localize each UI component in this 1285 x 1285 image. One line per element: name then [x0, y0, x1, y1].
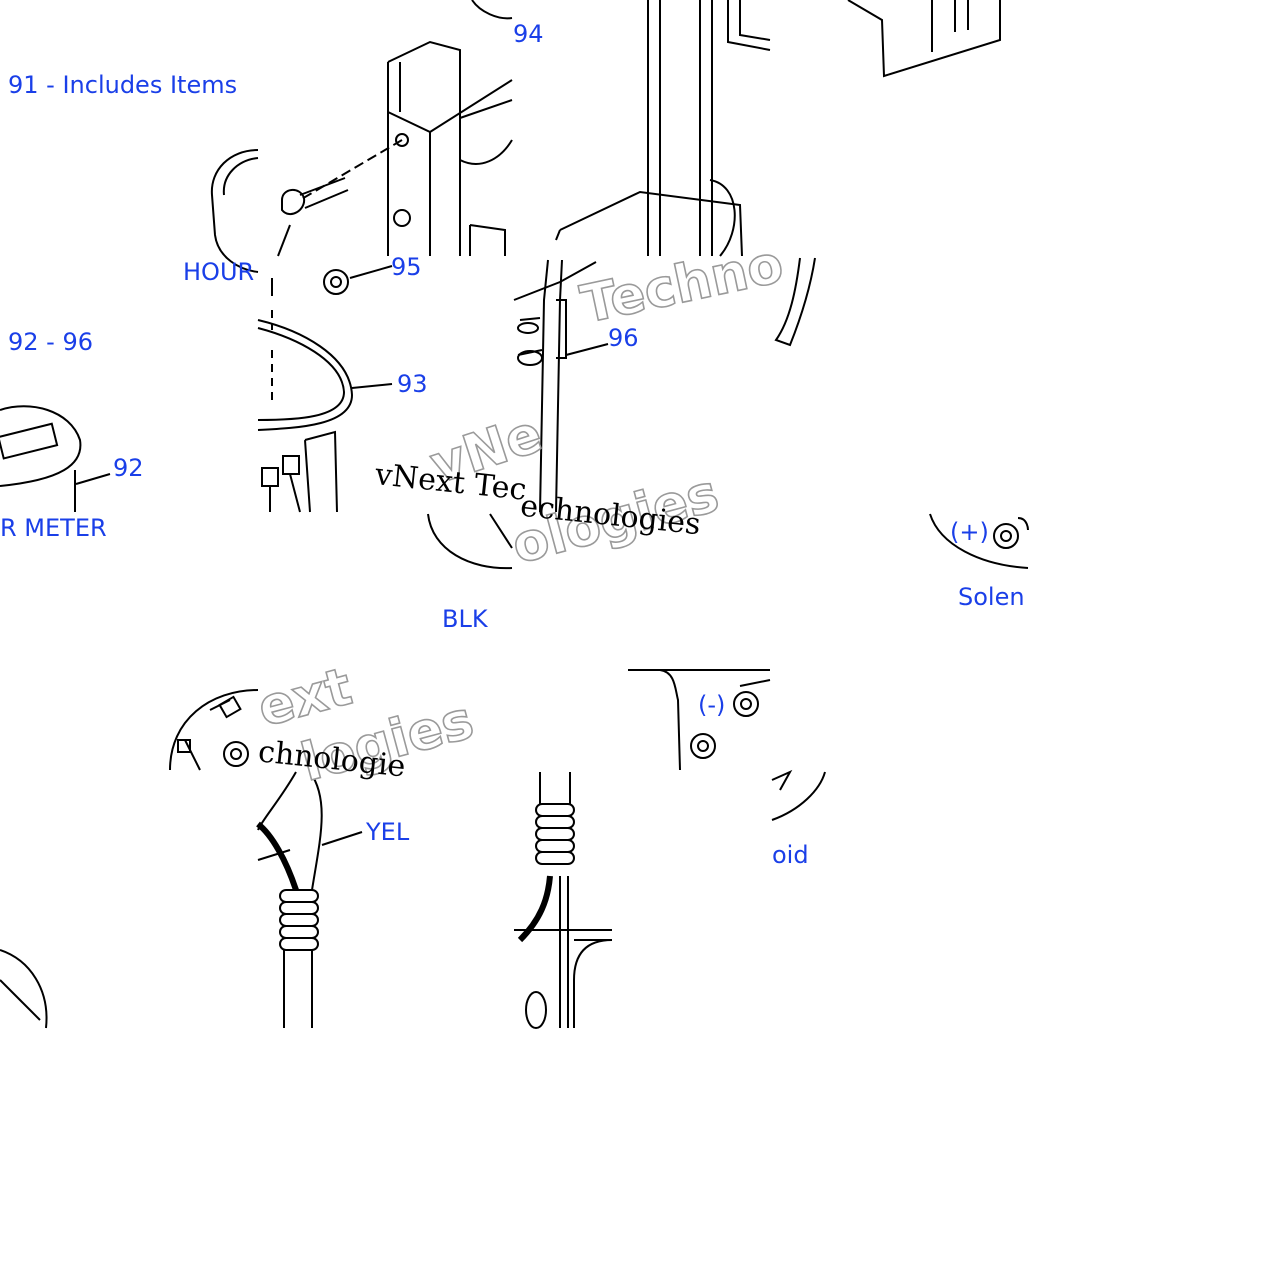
solenoid-label-top: Solen [958, 583, 1025, 611]
negative-terminal-label: (-) [698, 691, 726, 719]
solenoid-positive [929, 513, 1029, 569]
meter-back [169, 689, 259, 771]
post-assembly [555, 0, 1001, 257]
solenoid-label-bottom: oid [772, 841, 809, 869]
wire-96 [513, 259, 609, 513]
callout-95: 95 [391, 253, 422, 281]
gasket-93 [257, 310, 393, 431]
nut-95 [271, 265, 393, 296]
callout-94: 94 [513, 20, 544, 48]
includes-range-label: 92 - 96 [8, 328, 93, 356]
callout-93: 93 [397, 370, 428, 398]
positive-terminal-label: (+) [950, 518, 989, 546]
cable-right [774, 257, 816, 347]
yel-wire-bundle [256, 771, 363, 1028]
includes-label: 91 - Includes Items [8, 71, 238, 99]
callout-96: 96 [608, 324, 639, 352]
callout-92: 92 [113, 454, 144, 482]
connector-sleeve [261, 430, 338, 513]
blk-connector [427, 513, 513, 570]
blk-label: BLK [442, 605, 488, 633]
center-wire-bundle [514, 772, 613, 1029]
meter-label: R METER [0, 514, 107, 542]
hour-label: HOUR [183, 260, 255, 284]
screw-94 [277, 0, 513, 257]
hour-meter-top [210, 149, 259, 273]
solenoid-negative [628, 669, 826, 821]
yel-label: YEL [366, 818, 410, 846]
hour-meter-front [0, 405, 111, 512]
mounting-bracket [299, 40, 513, 256]
meter-bottom [0, 949, 48, 1029]
